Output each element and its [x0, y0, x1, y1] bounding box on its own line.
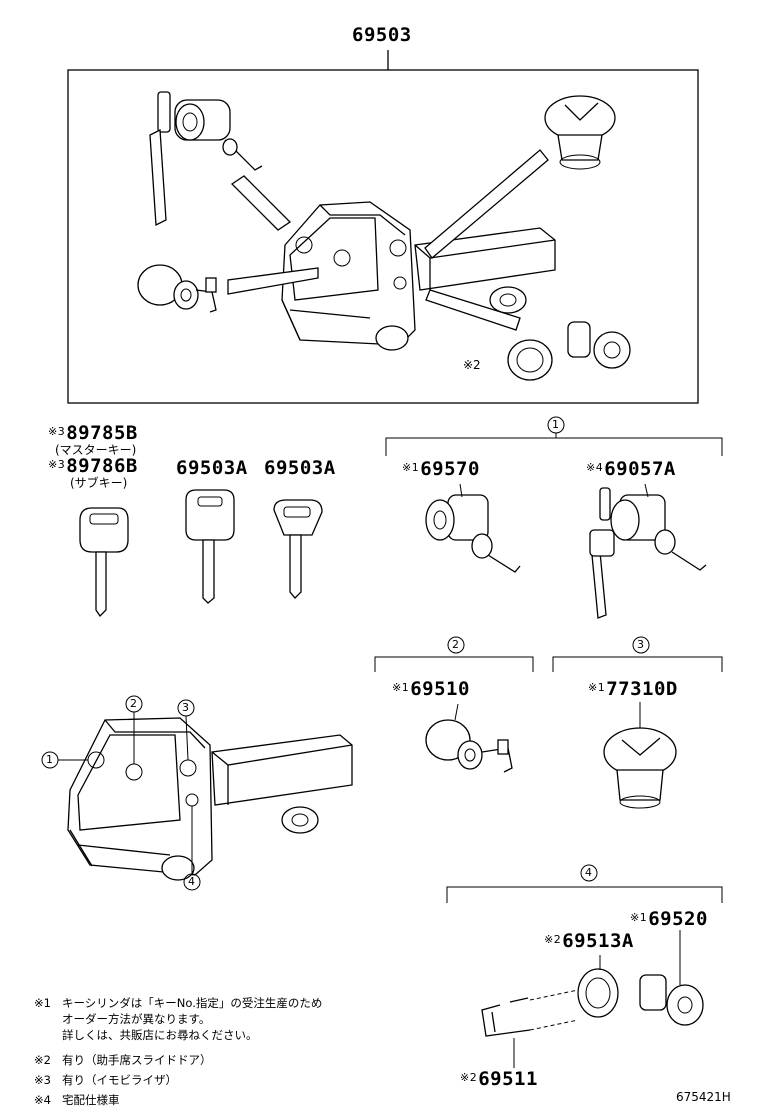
group-2-part-number: 69510 [410, 678, 470, 700]
arrow-band-4 [425, 289, 521, 331]
part-69513A-illustration [577, 955, 619, 1018]
group-4-part-3-label: ※269511 [460, 1068, 538, 1090]
part-69520-illustration [639, 930, 704, 1026]
part-77310D-illustration [603, 702, 677, 809]
group-3-part-label: ※177310D [588, 678, 678, 700]
door-cylinder-illustration [137, 264, 217, 313]
group-1-part-1-label: ※169570 [402, 458, 480, 480]
footnote-1-mark: ※1 [34, 996, 51, 1010]
truck-callout-4: 4 [188, 875, 195, 888]
group-1-bracket [385, 416, 723, 456]
group-4-number: 4 [585, 866, 592, 879]
group-1-part-1-number: 69570 [420, 458, 480, 480]
key-a1-part: 69503A [176, 457, 248, 479]
truck-illustration-callouts [41, 695, 353, 891]
truck-callout-1: 1 [46, 753, 53, 766]
group-3-part-number: 77310D [606, 678, 678, 700]
group-1-number: 1 [552, 418, 559, 431]
assembly-box [67, 69, 699, 404]
footnote-4-mark: ※4 [34, 1093, 51, 1107]
key-a2-illustration [273, 499, 323, 599]
group-1-part-1-mark: ※1 [402, 461, 420, 474]
group-4-part-2-label: ※269513A [544, 930, 634, 952]
key-master-illustration [79, 507, 129, 618]
key-a1-illustration [185, 489, 235, 604]
diagram-id: 675421H [676, 1090, 731, 1104]
ignition-cylinder-illustration [149, 91, 263, 227]
group-4-part-3-number: 69511 [478, 1068, 538, 1090]
group-4-bracket [446, 864, 723, 903]
group-2-number: 2 [452, 638, 459, 651]
part-69570-illustration [425, 483, 521, 573]
key-master-part: 89785B [66, 422, 138, 444]
part-69057A-illustration [589, 483, 707, 619]
key-master-desc: (マスターキー) [55, 443, 137, 457]
group-1-part-2-label: ※469057A [586, 458, 676, 480]
footnote-2-mark: ※2 [34, 1053, 51, 1067]
group-4-part-3-mark: ※2 [460, 1071, 478, 1084]
group-1-part-2-mark: ※4 [586, 461, 604, 474]
part-69510-illustration [425, 703, 513, 773]
key-sub-mark: ※3 [48, 458, 66, 471]
footnote-1-text: キーシリンダは「キーNo.指定」の受注生産のため オーダー方法が異なります。 詳… [62, 996, 323, 1042]
box-note-mark: ※2 [463, 358, 481, 372]
truck-callout-3: 3 [182, 701, 189, 714]
key-sub-desc: (サブキー) [70, 476, 128, 490]
group-1-part-2-number: 69057A [604, 458, 676, 480]
key-master-label: ※389785B [48, 422, 138, 444]
group-3-part-mark: ※1 [588, 681, 606, 694]
group-2-part-mark: ※1 [392, 681, 410, 694]
fuel-cap-illustration [544, 95, 616, 170]
group-3-number: 3 [637, 638, 644, 651]
group-4-part-1-number: 69520 [648, 908, 708, 930]
footnote-3-mark: ※3 [34, 1073, 51, 1087]
key-sub-part: 89786B [66, 455, 138, 477]
key-sub-label: ※389786B [48, 455, 138, 477]
truck-callout-2: 2 [130, 697, 137, 710]
group-4-part-1-mark: ※1 [630, 911, 648, 924]
group-4-part-2-number: 69513A [562, 930, 634, 952]
arrow-band-2 [227, 267, 319, 295]
group-3-bracket [552, 636, 723, 672]
group-2-part-label: ※169510 [392, 678, 470, 700]
key-a2-part: 69503A [264, 457, 336, 479]
arrow-band-3 [424, 149, 549, 259]
group-2-bracket [374, 636, 534, 672]
key-master-mark: ※3 [48, 425, 66, 438]
arrow-band-1 [230, 175, 292, 231]
slide-door-parts-illustration [507, 321, 631, 381]
group-4-part-1-label: ※169520 [630, 908, 708, 930]
main-part-number: 69503 [352, 24, 412, 46]
footnote-3-text: 有り（イモビライザ） [62, 1073, 177, 1087]
footnote-2-text: 有り（助手席スライドドア） [62, 1053, 212, 1067]
group-4-part-2-mark: ※2 [544, 933, 562, 946]
part-69511-illustration [481, 989, 579, 1068]
footnote-4-text: 宅配仕様車 [62, 1093, 120, 1107]
